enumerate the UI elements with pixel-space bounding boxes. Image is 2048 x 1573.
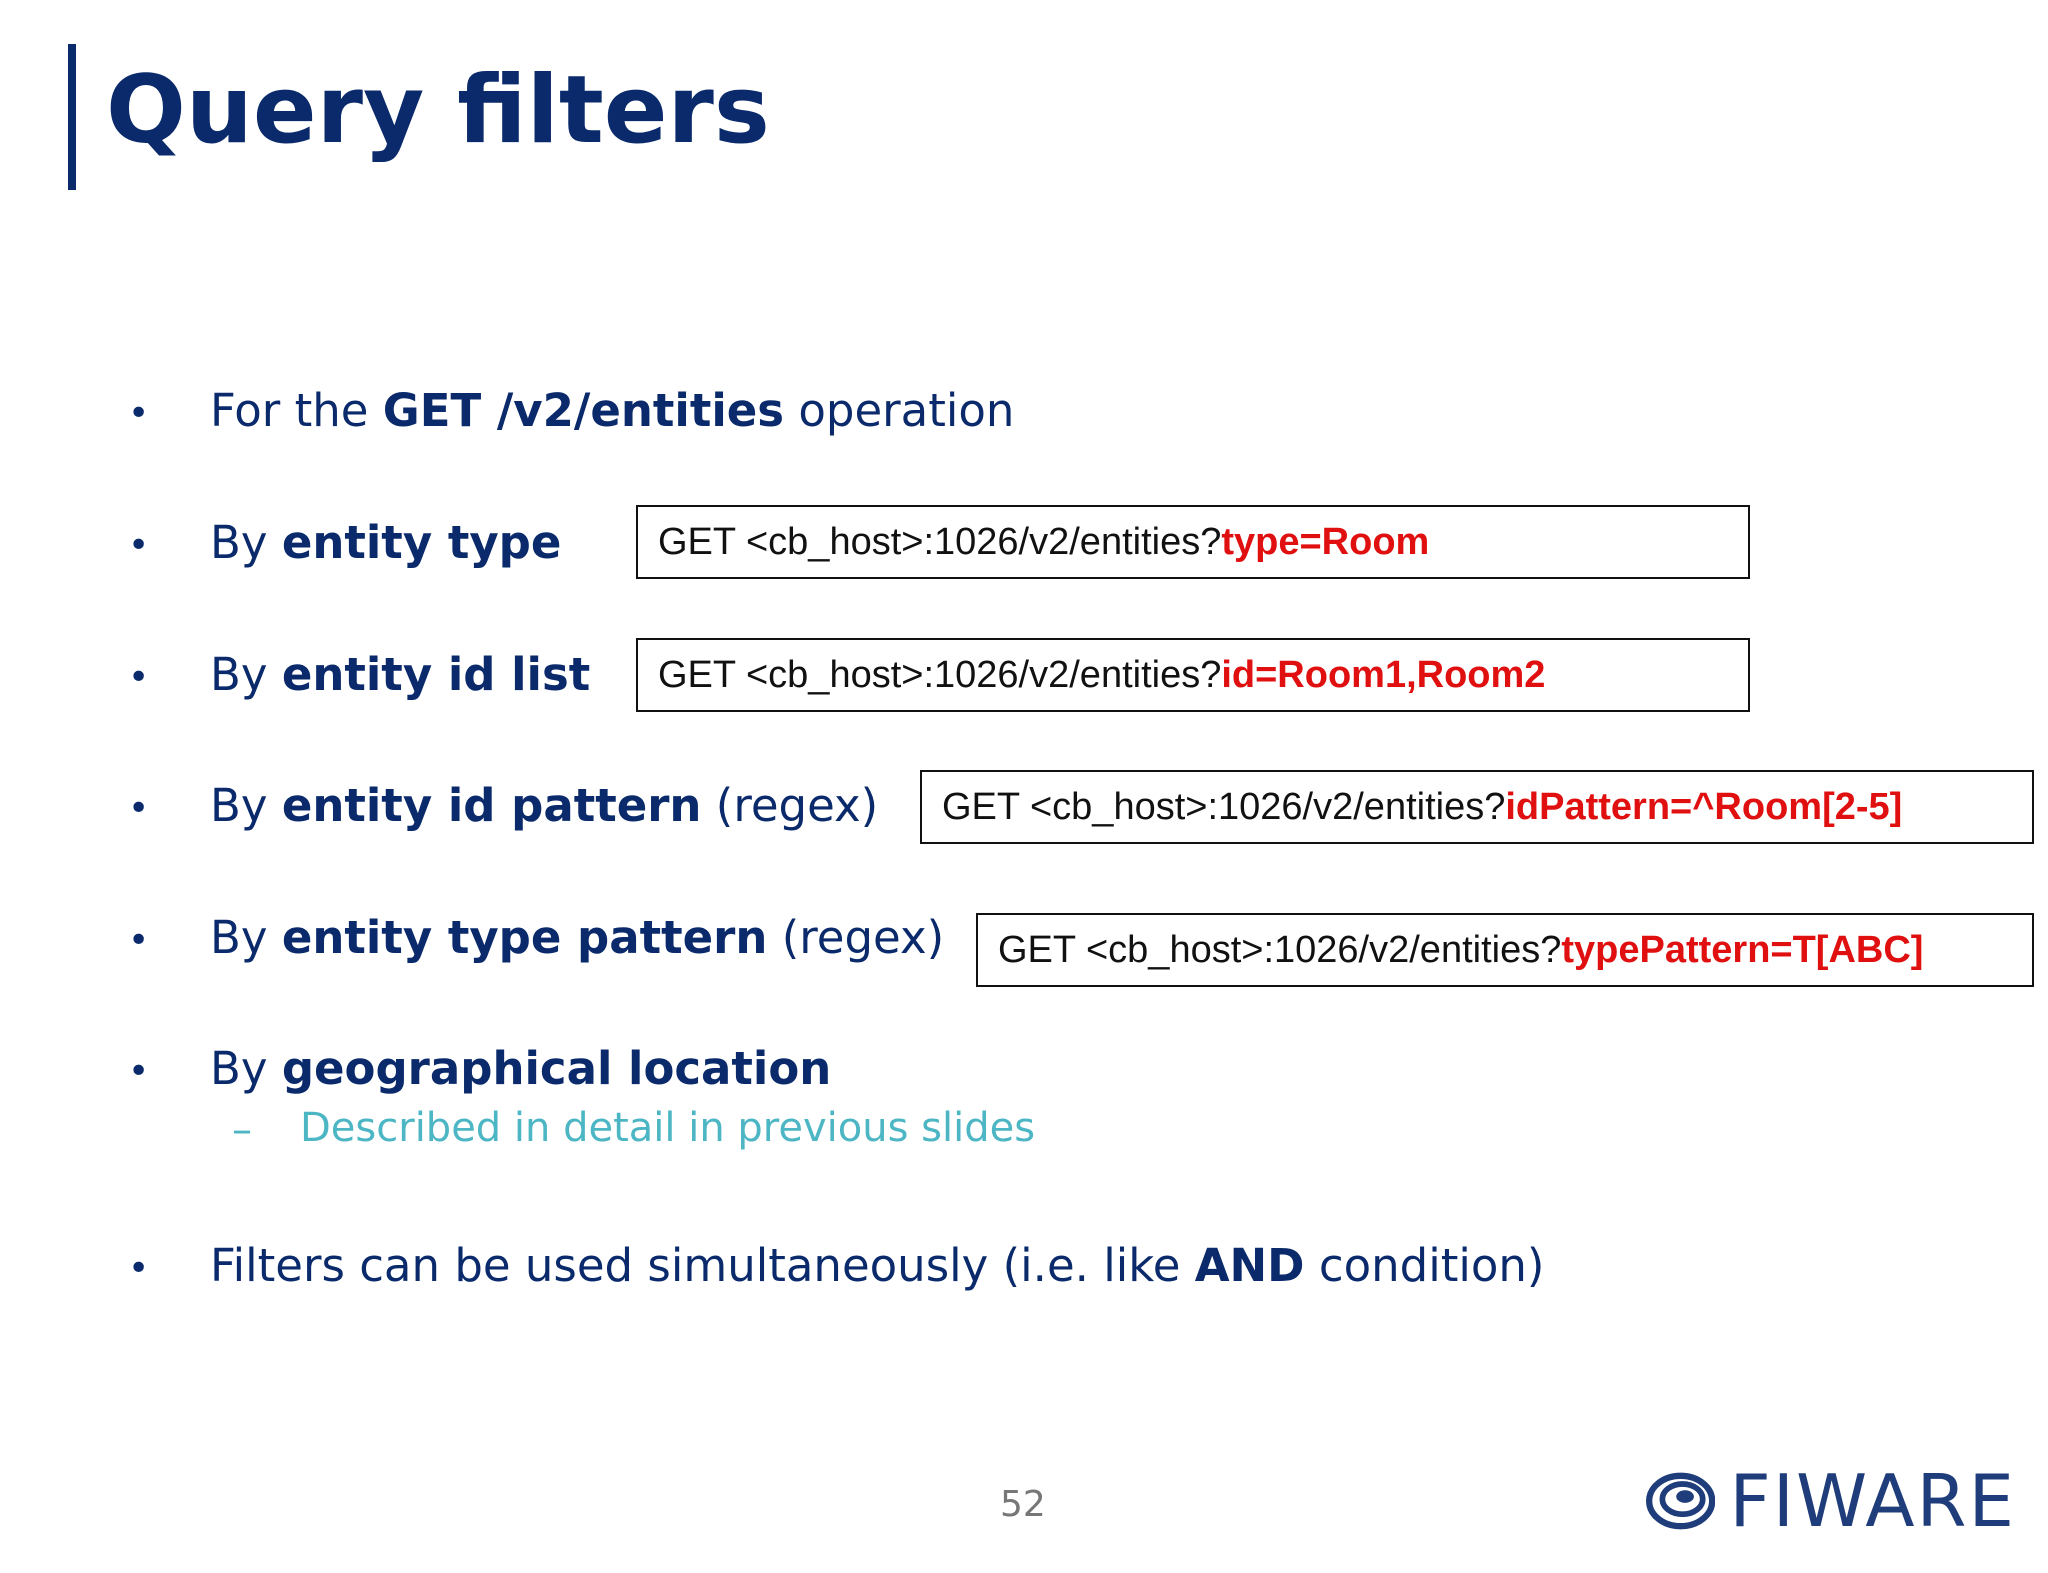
- bullet-marker: •: [128, 1248, 150, 1289]
- bullet-item-entity-type-pattern: By entity type pattern (regex): [210, 911, 945, 964]
- bullet-item-entity-id-list: By entity id list: [210, 648, 591, 701]
- bullet-marker: •: [128, 1051, 150, 1092]
- fiware-swirl-icon: [1646, 1472, 1716, 1530]
- sub-bullet-dash: –: [232, 1107, 252, 1153]
- code-box-id-list: GET <cb_host>:1026/v2/entities?id=Room1,…: [636, 638, 1750, 712]
- fiware-logo-text: FIWARE: [1729, 1459, 2016, 1543]
- code-box-id-pattern: GET <cb_host>:1026/v2/entities?idPattern…: [920, 770, 2034, 844]
- bullet-marker: •: [128, 393, 150, 434]
- bullet-item-get-operation: For the GET /v2/entities operation: [210, 384, 1015, 437]
- fiware-logo: FIWARE: [1646, 1456, 2016, 1546]
- slide-title: Query filters: [106, 56, 770, 165]
- code-box-type: GET <cb_host>:1026/v2/entities?type=Room: [636, 505, 1750, 579]
- bullet-marker: •: [128, 788, 150, 829]
- bullet-marker: •: [128, 525, 150, 566]
- title-accent-bar: [68, 44, 76, 190]
- code-box-type-pattern: GET <cb_host>:1026/v2/entities?typePatte…: [976, 913, 2034, 987]
- page-number: 52: [1000, 1484, 1046, 1525]
- bullet-item-entity-type: By entity type: [210, 516, 562, 569]
- bullet-marker: •: [128, 657, 150, 698]
- bullet-item-geographical-location: By geographical location: [210, 1042, 832, 1095]
- bullet-marker: •: [128, 920, 150, 961]
- bullet-item-entity-id-pattern: By entity id pattern (regex): [210, 779, 879, 832]
- bullet-item-filters-simultaneous: Filters can be used simultaneously (i.e.…: [210, 1239, 1545, 1292]
- sub-item-previous-slides: Described in detail in previous slides: [300, 1105, 1036, 1151]
